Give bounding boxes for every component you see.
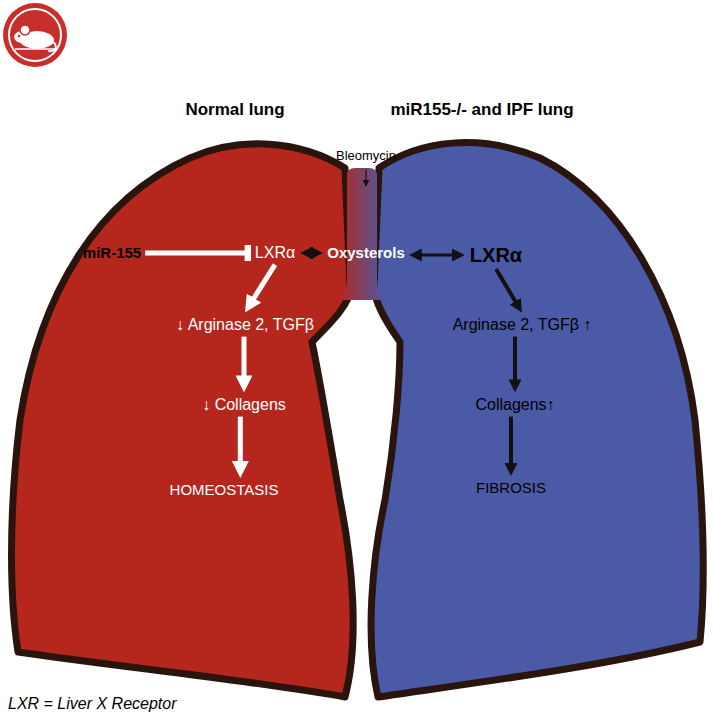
bleomycin-arrow <box>365 170 366 186</box>
text-node: FIBROSIS <box>476 479 546 497</box>
text-node: ↓ Collagens <box>202 395 286 414</box>
node-text: LXRα <box>470 243 522 267</box>
mouse-eye <box>18 35 21 38</box>
node-text: LXRα <box>255 243 295 262</box>
text-node: HOMEOSTASIS <box>170 481 279 499</box>
lung-outline <box>371 143 703 697</box>
logo-ring <box>9 9 61 61</box>
text-node: LXRα <box>470 243 522 267</box>
mouse-logo <box>0 0 72 72</box>
label-text: LXR = Liver X Receptor <box>8 694 177 713</box>
logo-disc <box>3 3 67 67</box>
text-node: Arginase 2, TGFβ ↑ <box>453 315 592 334</box>
lung-region: miR155-/- and IPF lungLXRαArginase 2, TG… <box>360 92 713 704</box>
lung-shape <box>0 92 366 704</box>
lung-heading: Normal lung <box>185 100 284 120</box>
text-node: miR-155 <box>83 244 141 262</box>
node-text: FIBROSIS <box>476 479 546 497</box>
node-text: ↓ Collagens <box>202 395 286 414</box>
text-node: ↓ Arginase 2, TGFβ <box>176 315 314 334</box>
label-wrap: Bleomycin <box>336 148 396 164</box>
text-node: Collagens↑ <box>475 395 554 414</box>
mouse-ear <box>20 25 30 35</box>
heading-wrap: Normal lung <box>185 100 284 120</box>
lung-region: Normal lung miR-155 LXRα ↓ Arginase 2, TGFβ… <box>0 92 366 704</box>
mouse-ground <box>15 48 56 50</box>
lung-heading: miR155-/- and IPF lung <box>390 100 573 120</box>
text-node: LXRα <box>255 243 295 262</box>
trachea-tube <box>338 168 386 300</box>
label-wrap: LXR = Liver X Receptor <box>8 694 177 713</box>
node-text: HOMEOSTASIS <box>170 481 279 499</box>
text-node: Oxysterols <box>327 244 405 262</box>
node-text: Arginase 2, TGFβ ↑ <box>453 315 592 334</box>
node-text: Collagens↑ <box>475 395 554 414</box>
heading-wrap: miR155-/- and IPF lung <box>390 100 573 120</box>
node-text: ↓ Arginase 2, TGFβ <box>176 315 314 334</box>
label-text: Bleomycin <box>336 148 396 164</box>
lung-outline <box>12 144 354 697</box>
node-text: Oxysterols <box>327 244 405 262</box>
node-text: miR-155 <box>83 244 141 262</box>
